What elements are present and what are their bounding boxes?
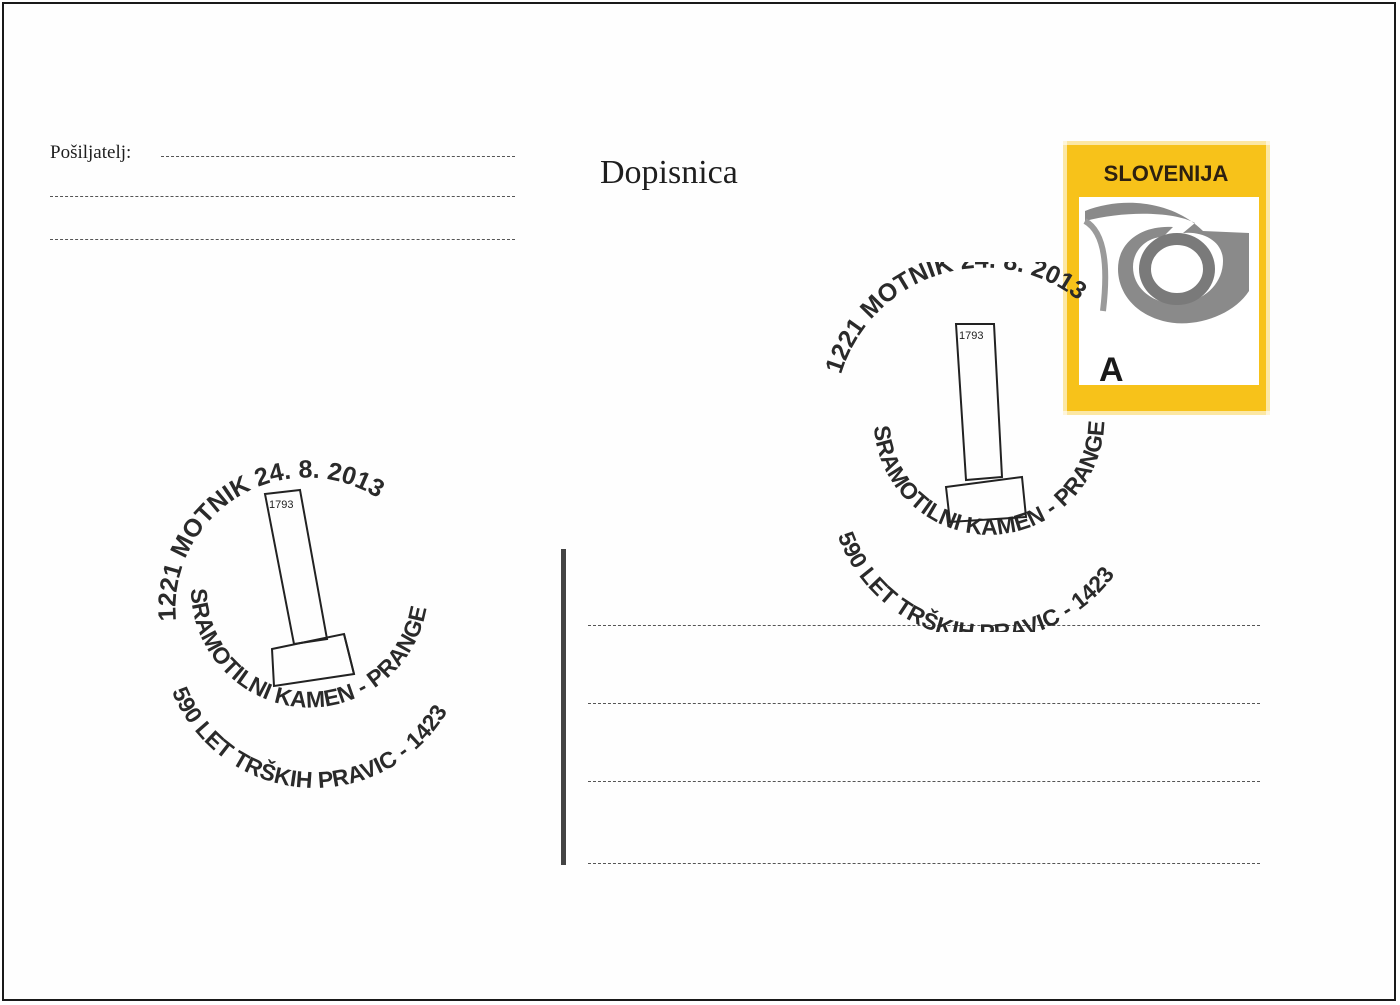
card-title: Dopisnica	[600, 154, 738, 191]
postage-stamp: SLOVENIJA A	[1063, 141, 1270, 415]
address-line-4[interactable]	[588, 863, 1260, 864]
address-line-2[interactable]	[588, 703, 1260, 704]
postmark-middle-text: SRAMOTILNI KAMEN - PRANGER	[804, 262, 1109, 540]
sender-line-2[interactable]	[50, 196, 515, 197]
svg-text:1221 MOTNIK 24. 8. 2013: 1221 MOTNIK 24. 8. 2013	[820, 262, 1092, 377]
post-horn-icon	[1083, 202, 1249, 324]
address-line-1[interactable]	[588, 625, 1260, 626]
sender-line-3[interactable]	[50, 239, 515, 240]
svg-text:SRAMOTILNI KAMEN - PRANGER: SRAMOTILNI KAMEN - PRANGER	[804, 262, 1109, 540]
postmark-top-text: 1221 MOTNIK 24. 8. 2013	[820, 262, 1092, 377]
sender-label: Pošiljatelj:	[50, 142, 132, 163]
pillar-year: 1793	[959, 330, 983, 342]
sender-line-1[interactable]	[161, 156, 515, 157]
svg-text:590 LET TRŠKIH PRAVIC - 1423: 590 LET TRŠKIH PRAVIC - 1423	[833, 528, 1119, 632]
message-address-divider	[561, 549, 566, 865]
postmark-left: 1221 MOTNIK 24. 8. 2013 SRAMOTILNI KAMEN…	[122, 424, 452, 793]
postmark-bottom-text: 590 LET TRŠKIH PRAVIC - 1423	[833, 528, 1119, 632]
postmark-right: 1221 MOTNIK 24. 8. 2013 SRAMOTILNI KAMEN…	[804, 262, 1119, 632]
pillory-stone-icon: 1793	[944, 323, 1028, 524]
stamp-rate: A	[1099, 351, 1124, 389]
pillar-year: 1793	[269, 499, 293, 511]
address-line-3[interactable]	[588, 781, 1260, 782]
stamp-perforation	[1063, 141, 1270, 415]
stamp-country: SLOVENIJA	[1104, 161, 1229, 186]
pillory-stone-icon: 1793	[263, 488, 356, 688]
